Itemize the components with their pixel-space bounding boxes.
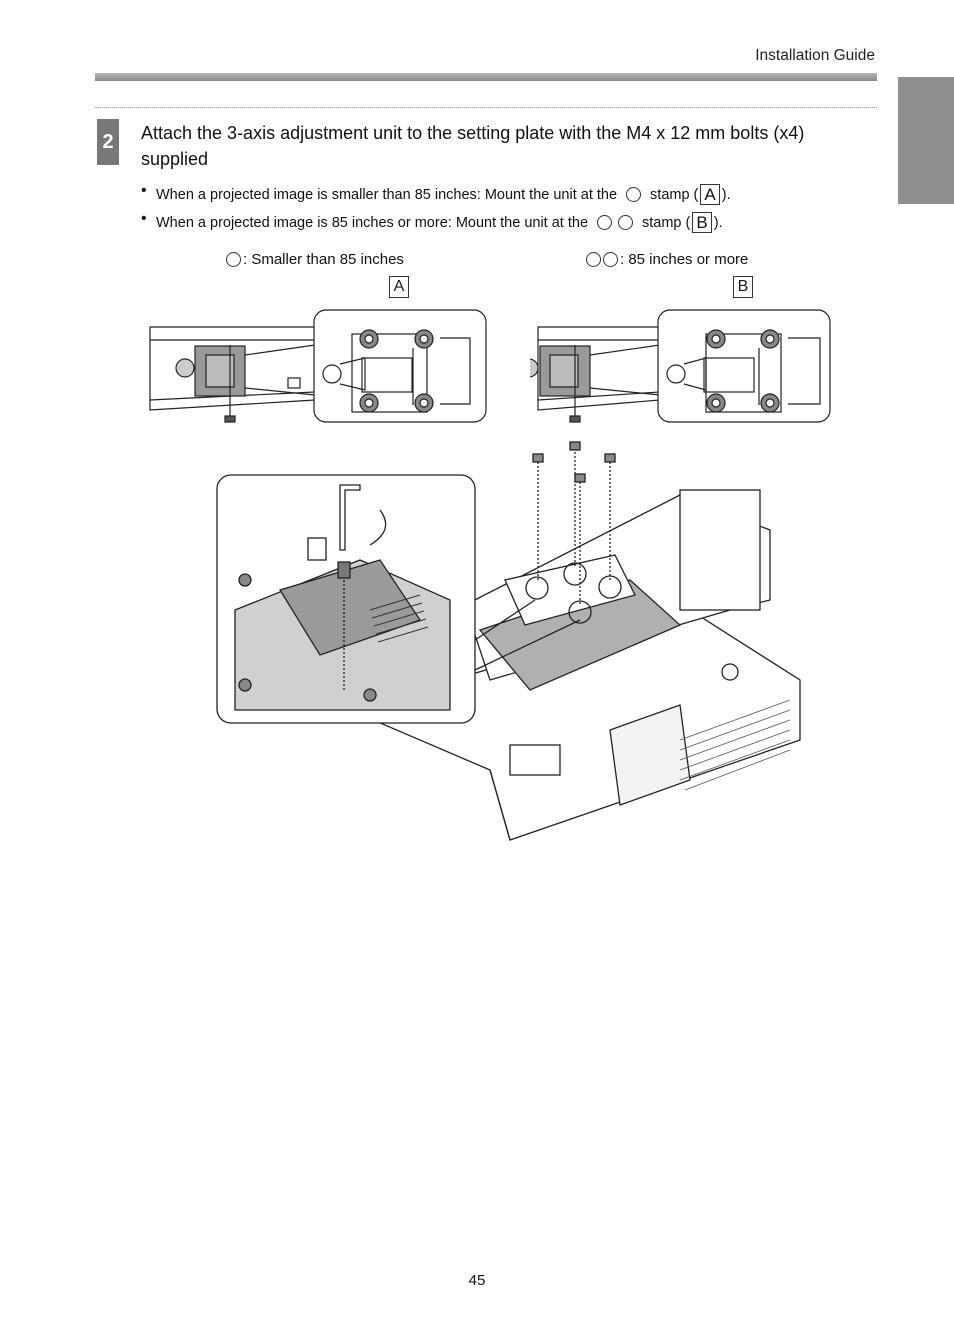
circle-mark-icon <box>618 215 634 230</box>
step-instruction: Attach the 3-axis adjustment unit to the… <box>141 123 805 169</box>
header-title: Installation Guide <box>755 47 875 64</box>
bullet-stamp-text: stamp ( <box>650 186 699 203</box>
caption-smaller: : Smaller than 85 inches <box>226 251 404 268</box>
circle-mark-icon <box>626 187 642 202</box>
caption-text: : 85 inches or more <box>620 251 749 268</box>
bullet-text: When a projected image is smaller than 8… <box>156 186 618 203</box>
step-number-badge: 2 <box>97 119 119 165</box>
bullet-suffix: ). <box>721 186 731 203</box>
section-side-tab <box>898 77 954 204</box>
circle-mark-icon <box>226 252 241 267</box>
bullet-suffix: ). <box>713 214 723 231</box>
bullet-dot: • <box>141 210 147 227</box>
panel-label-b: B <box>733 276 753 298</box>
stamp-letter-box: B <box>692 212 712 233</box>
bullet-item-small: • When a projected image is smaller than… <box>141 182 731 205</box>
installation-illustration <box>216 441 801 841</box>
circle-mark-icon <box>597 215 613 230</box>
circle-mark-icon <box>586 252 601 267</box>
caption-text: : Smaller than 85 inches <box>243 251 404 268</box>
bullet-text: When a projected image is 85 inches or m… <box>156 214 589 231</box>
circle-mark-icon <box>603 252 618 267</box>
caption-larger: : 85 inches or more <box>586 251 748 268</box>
page-number: 45 <box>468 1272 486 1289</box>
mount-diagram-large <box>530 309 831 423</box>
mount-diagram-small <box>149 309 487 423</box>
bullet-item-large: • When a projected image is 85 inches or… <box>141 210 723 233</box>
header-rule <box>95 73 877 81</box>
bullet-stamp-text: stamp ( <box>642 214 691 231</box>
dotted-divider <box>95 107 877 108</box>
bullet-dot: • <box>141 182 147 199</box>
panel-label-a: A <box>389 276 409 298</box>
stamp-letter-box: A <box>700 184 720 205</box>
